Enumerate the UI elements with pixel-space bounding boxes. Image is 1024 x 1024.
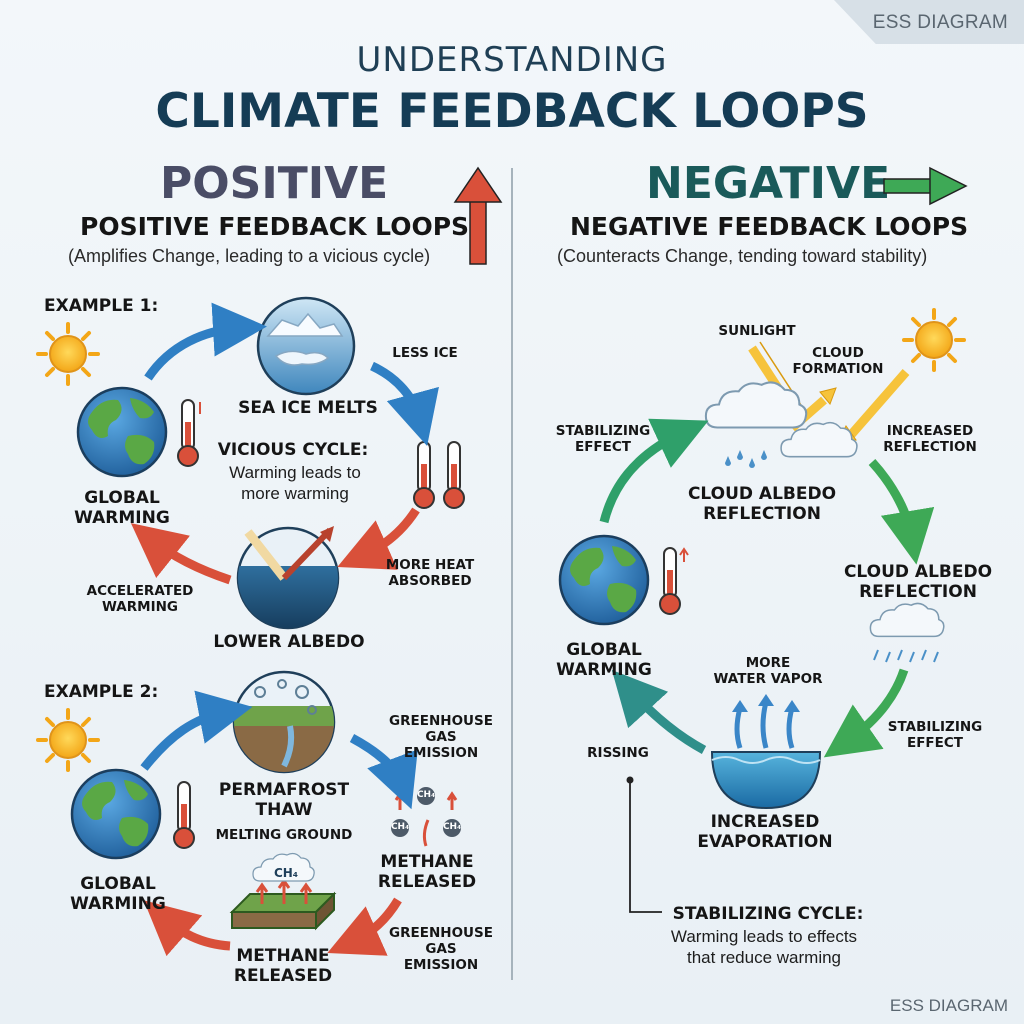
negative-heading: NEGATIVE [646, 158, 891, 209]
more-water-vapor-label: MORE WATER VAPOR [713, 655, 823, 687]
melting-ground-label: MELTING GROUND [215, 827, 353, 843]
positive-heading: POSITIVE [160, 158, 389, 209]
vicious-cycle-text: Warming leads to more warming [229, 463, 361, 504]
more-heat-label: MORE HEAT ABSORBED [385, 557, 475, 589]
increased-reflection-label: INCREASED REFLECTION [883, 423, 977, 455]
thermometer-icon [659, 547, 681, 615]
sea-ice-label: SEA ICE MELTS [238, 398, 378, 418]
earth-icon [70, 768, 162, 860]
earth-icon [76, 386, 168, 478]
global-warming-negative-label: GLOBAL WARMING [556, 640, 652, 681]
earth-icon [558, 534, 650, 626]
ocean-icon [236, 526, 340, 630]
footer-tag: ESS DIAGRAM [889, 996, 1008, 1015]
thermometer-icon [443, 441, 465, 509]
methane-released-bottom-label: METHANE RELEASED [233, 946, 333, 987]
negative-subtitle: (Counteracts Change, tending toward stab… [557, 246, 928, 266]
example2-label: EXAMPLE 2: [44, 682, 159, 702]
positive-title: POSITIVE FEEDBACK LOOPS [80, 212, 470, 241]
thermometer-icon [413, 441, 435, 509]
increased-evaporation-label: INCREASED EVAPORATION [697, 812, 833, 853]
stabilizing-effect-right-label: STABILIZING EFFECT [887, 719, 983, 751]
lower-albedo-label: LOWER ALBEDO [213, 632, 365, 652]
evaporation-icon [710, 694, 822, 810]
methane-molecule-icon [391, 787, 461, 847]
ch4-cloud-label: CH₄ [273, 866, 299, 880]
rissing-label: RISSING [587, 745, 649, 761]
ch4-molecule-label: CH₄ [416, 790, 436, 800]
ice-floe-icon [256, 296, 356, 396]
up-arrow-icon [453, 166, 503, 265]
sun-icon [36, 322, 100, 386]
cloud-albedo-top-label: CLOUD ALBEDO REFLECTION [687, 484, 837, 525]
negative-title: NEGATIVE FEEDBACK LOOPS [570, 212, 969, 241]
permafrost-label: PERMAFROST THAW [218, 780, 350, 821]
right-arrow-icon [883, 166, 968, 206]
ch4-molecule-label: CH₄ [442, 822, 462, 832]
cloud-albedo-right-label: CLOUD ALBEDO REFLECTION [843, 562, 993, 603]
cloud-icon [869, 602, 945, 638]
section-divider [511, 168, 513, 980]
greenhouse-gas-bottom-label: GREENHOUSE GAS EMISSION [389, 925, 493, 973]
example1-label: EXAMPLE 1: [44, 296, 159, 316]
stabilizing-cycle-text: Warming leads to effects that reduce war… [670, 927, 858, 968]
ch4-molecule-label: CH₄ [390, 822, 410, 832]
greenhouse-gas-top-label: GREENHOUSE GAS EMISSION [389, 713, 493, 761]
sun-icon [902, 308, 966, 372]
thermometer-icon [177, 399, 199, 467]
sun-icon [36, 708, 100, 772]
thermometer-icon [173, 781, 195, 849]
methane-released-right-label: METHANE RELEASED [377, 852, 477, 893]
vicious-cycle-title: VICIOUS CYCLE: [217, 440, 369, 460]
header-subtitle: UNDERSTANDING [356, 40, 668, 80]
stabilizing-effect-top-label: STABILIZING EFFECT [555, 423, 651, 455]
accelerated-warming-label: ACCELERATED WARMING [86, 583, 194, 615]
global-warming-label-2: GLOBAL WARMING [70, 874, 166, 915]
stabilizing-cycle-title: STABILIZING CYCLE: [672, 904, 864, 924]
less-ice-label: LESS ICE [392, 345, 458, 361]
global-warming-label: GLOBAL WARMING [74, 488, 170, 529]
cloud-formation-label: CLOUD FORMATION [792, 345, 884, 377]
page-title: CLIMATE FEEDBACK LOOPS [155, 84, 869, 139]
permafrost-icon [232, 670, 336, 774]
sunlight-label: SUNLIGHT [718, 323, 796, 339]
positive-subtitle: (Amplifies Change, leading to a vicious … [68, 246, 431, 266]
corner-tag: ESS DIAGRAM [872, 12, 1008, 33]
methane-ground-icon [229, 852, 337, 931]
